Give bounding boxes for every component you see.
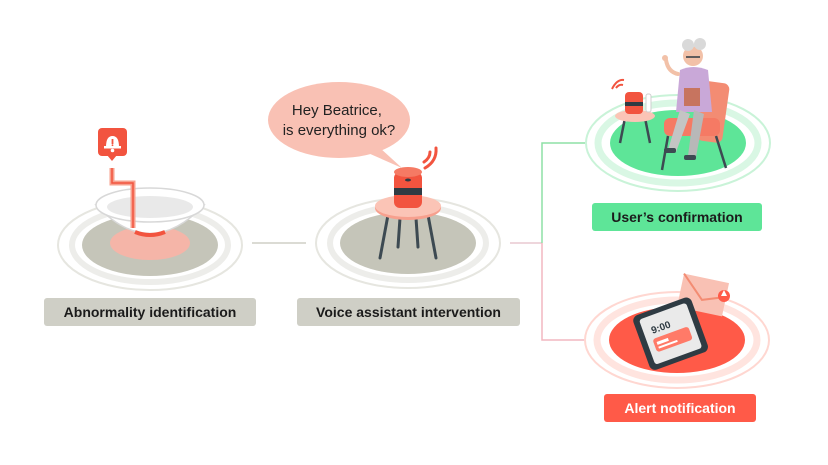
label-voice-assistant-intervention: Voice assistant intervention: [297, 298, 520, 326]
label-alert-notification: Alert notification: [604, 394, 756, 422]
speech-line-2: is everything ok?: [283, 122, 396, 139]
svg-text:Hey Beatrice, is every: Hey Beatrice, is everything ok?: [283, 102, 396, 139]
connectors: [252, 142, 585, 341]
speech-line-1: Hey Beatrice,: [292, 102, 382, 119]
platform-alert: 9:00: [584, 273, 770, 389]
alert-bell-icon: [98, 128, 127, 161]
small-table-speaker: [611, 78, 655, 144]
connector-to-alert: [541, 243, 585, 341]
label-abnormality-identification: Abnormality identification: [44, 298, 256, 326]
wifi-signal-icon: [422, 146, 438, 170]
speech-bubble: Hey Beatrice, is everything ok?: [268, 82, 410, 168]
side-table: [378, 213, 438, 260]
platform-voice-assistant: Hey Beatrice, is everything ok?: [268, 82, 501, 289]
platform-confirmation: [585, 38, 771, 192]
smart-speaker-illustration: [394, 167, 422, 208]
smartphone-illustration: 9:00: [633, 297, 708, 370]
toilet-bowl-illustration: [94, 168, 206, 237]
connector-to-confirmation: [541, 142, 585, 243]
label-users-confirmation: User’s confirmation: [592, 203, 762, 231]
platform-abnormality: [57, 128, 243, 291]
elderly-woman-illustration: [662, 38, 712, 160]
